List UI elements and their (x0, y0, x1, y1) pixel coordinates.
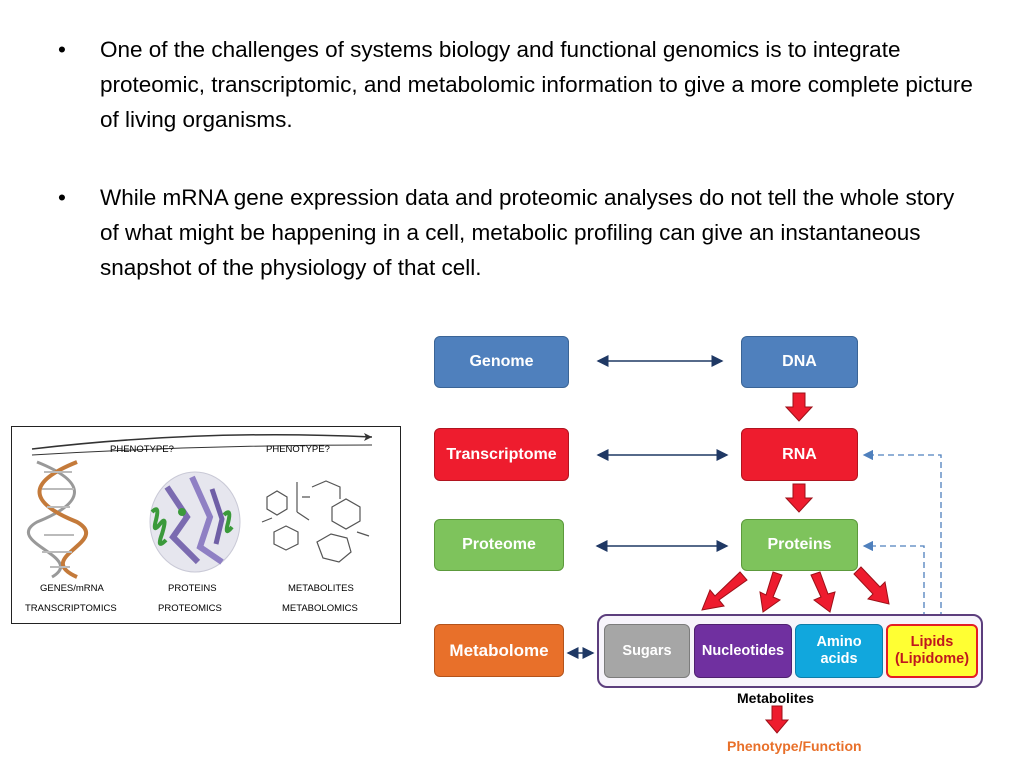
dna-box: DNA (741, 336, 858, 388)
nucleotides-label: Nucleotides (701, 642, 785, 659)
rna-box: RNA (741, 428, 858, 481)
bullet-text: One of the challenges of systems biology… (100, 37, 973, 132)
rna-label: RNA (782, 445, 817, 463)
nucleotides-box: Nucleotides (694, 624, 792, 678)
amino-acids-box: Amino acids (795, 624, 883, 678)
col1-line2: TRANSCRIPTOMICS (25, 603, 117, 614)
proteins-nucleotides-arrow (759, 571, 783, 613)
bullet-mark: • (58, 185, 66, 210)
sugars-box: Sugars (604, 624, 690, 678)
top-curved-arrow (31, 433, 373, 450)
bullet-list: • One of the challenges of systems biolo… (58, 32, 978, 328)
proteins-label: Proteins (767, 536, 832, 553)
metabolites-group: Sugars Nucleotides Amino acids Lipids (L… (597, 614, 983, 688)
top-curved-line (31, 444, 373, 456)
phenotype-right: PHENOTYPE? (266, 444, 330, 455)
metabolome-box: Metabolome (434, 624, 564, 677)
proteins-sugars-arrow (701, 571, 748, 611)
genome-box: Genome (434, 336, 569, 388)
lipids-proteins-feedback (862, 540, 925, 618)
col1-line1: GENES/mRNA (40, 583, 105, 594)
metabolome-label: Metabolome (449, 640, 549, 660)
amino-label-line1: Amino (816, 634, 862, 650)
proteome-label: Proteome (462, 536, 536, 553)
proteins-lipids-arrow (853, 566, 890, 605)
dna-label: DNA (782, 353, 817, 370)
col2-line1: PROTEINS (168, 583, 217, 594)
proteins-amino-arrow (810, 571, 836, 613)
lipids-rna-feedback (862, 449, 942, 618)
top-arrowhead (364, 433, 372, 441)
dna-helix-icon (27, 460, 89, 579)
omics-figure: PHENOTYPE? PHENOTYPE? GENES/mRN (11, 426, 401, 624)
sugars-label: Sugars (622, 642, 672, 659)
phenotype-left: PHENOTYPE? (110, 444, 174, 455)
genome-label: Genome (469, 353, 534, 370)
bullet-mark: • (58, 37, 66, 62)
col3-line2: METABOLOMICS (282, 603, 358, 614)
metabolite-structures-icon (261, 480, 370, 563)
transcriptome-label: Transcriptome (446, 445, 557, 463)
bullet-text: While mRNA gene expression data and prot… (100, 185, 955, 280)
bullet-item: • While mRNA gene expression data and pr… (58, 180, 978, 285)
amino-label-line2: acids (820, 651, 858, 667)
transcriptome-box: Transcriptome (434, 428, 569, 481)
lipids-box: Lipids (Lipidome) (886, 624, 978, 678)
phenotype-function-caption: Phenotype/Function (727, 738, 862, 754)
lipids-label-line2: (Lipidome) (894, 651, 970, 667)
omics-illustration: PHENOTYPE? PHENOTYPE? GENES/mRN (25, 433, 373, 614)
bullet-item: • One of the challenges of systems biolo… (58, 32, 978, 137)
metabolites-caption: Metabolites (737, 690, 815, 706)
metabolites-phenotype-arrow (764, 705, 790, 734)
protein-structure-icon (149, 471, 241, 573)
rna-proteins-arrow (784, 483, 814, 513)
col3-line1: METABOLITES (288, 583, 354, 594)
proteins-box: Proteins (741, 519, 858, 571)
col2-line2: PROTEOMICS (158, 603, 222, 614)
lipids-label-line1: Lipids (910, 634, 954, 650)
proteome-box: Proteome (434, 519, 564, 571)
dna-rna-arrow (784, 392, 814, 422)
